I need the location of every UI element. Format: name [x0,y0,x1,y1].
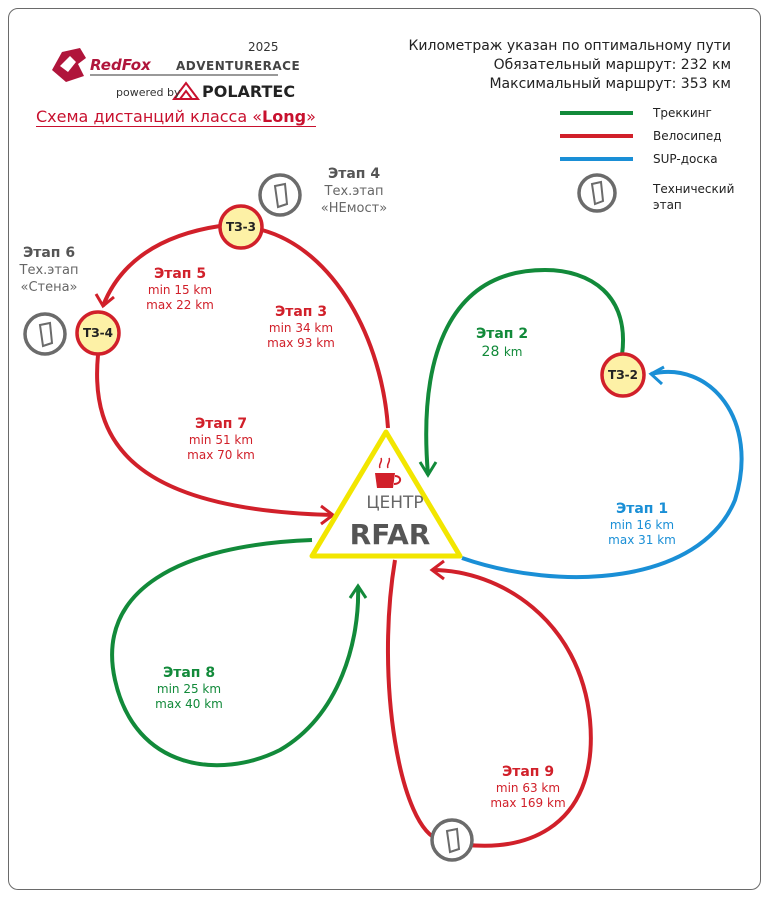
stage-3-label: Этап 3 min 34 km max 93 km [267,304,335,350]
arrow-stage-2 [418,461,438,478]
info-line-3: Максимальный маршрут: 353 км [489,76,731,92]
polartec-logo-icon [172,81,200,100]
stage-5-label: Этап 5 min 15 km max 22 km [146,266,214,312]
logo-powered-by: powered by [116,86,181,99]
legend-bike-label: Велосипед [653,129,722,143]
page-title: Схема дистанций класса «Long» [36,107,316,127]
stage-1-label: Этап 1 min 16 km max 31 km [608,501,676,547]
info-line-1: Километраж указан по оптимальному пути [408,38,731,54]
checkpoint-tz3 [218,204,264,250]
arrow-stage-9 [429,559,445,581]
carabiner-icon-stage-4 [258,173,302,217]
arrow-stage-5 [94,293,115,309]
checkpoint-tz2-label: ТЗ-2 [607,368,639,382]
route-stage-2 [424,267,626,476]
arrow-stage-8 [348,583,368,599]
map-frame [8,8,761,890]
stage-6-label: Этап 6 Тех.этап «Стена» [19,245,79,295]
info-line-2: Обязательный маршрут: 232 км [493,57,731,73]
stage-8-label: Этап 8 min 25 km max 40 km [155,665,223,711]
logo-brand: RedFox [90,56,151,74]
redfox-logo-icon [52,48,278,82]
center-triangle [309,429,463,559]
checkpoint-tz3-label: ТЗ-3 [225,220,257,234]
center-name: RFAR [349,518,431,551]
stage-2-label: Этап 2 28 km [475,326,529,360]
checkpoint-tz2 [600,352,646,398]
route-stage-9 [386,559,593,848]
route-stage-3 [261,228,390,429]
carabiner-icon-stage-6 [23,312,67,356]
stage-9-label: Этап 9 min 63 km max 169 km [490,764,566,810]
stage-4-label: Этап 4 Тех.этап «НЕмост» [320,166,388,216]
checkpoint-tz4 [75,310,121,356]
stage-7-label: Этап 7 min 51 km max 70 km [187,416,255,462]
legend-trekking-label: Треккинг [653,106,712,120]
route-stage-5 [101,224,221,307]
arrow-stage-1 [648,365,665,386]
checkpoint-tz4-label: ТЗ-4 [82,326,114,340]
arrow-stage-7 [320,504,336,526]
coffee-cup-icon [375,457,402,488]
route-stage-7 [95,354,334,517]
legend-sup-label: SUP-доска [653,152,718,166]
center-label: ЦЕНТР [366,493,424,513]
logo-year: 2025 [248,40,279,54]
title-class: Long [262,107,307,126]
logo-sponsor: POLARTEC [202,82,296,101]
route-stage-1 [461,370,744,580]
route-stage-8 [110,538,361,768]
carabiner-icon-stage-9 [430,818,474,862]
legend-carabiner-icon [577,173,617,213]
logo-brand-suffix: ADVENTURERACE [176,59,301,73]
